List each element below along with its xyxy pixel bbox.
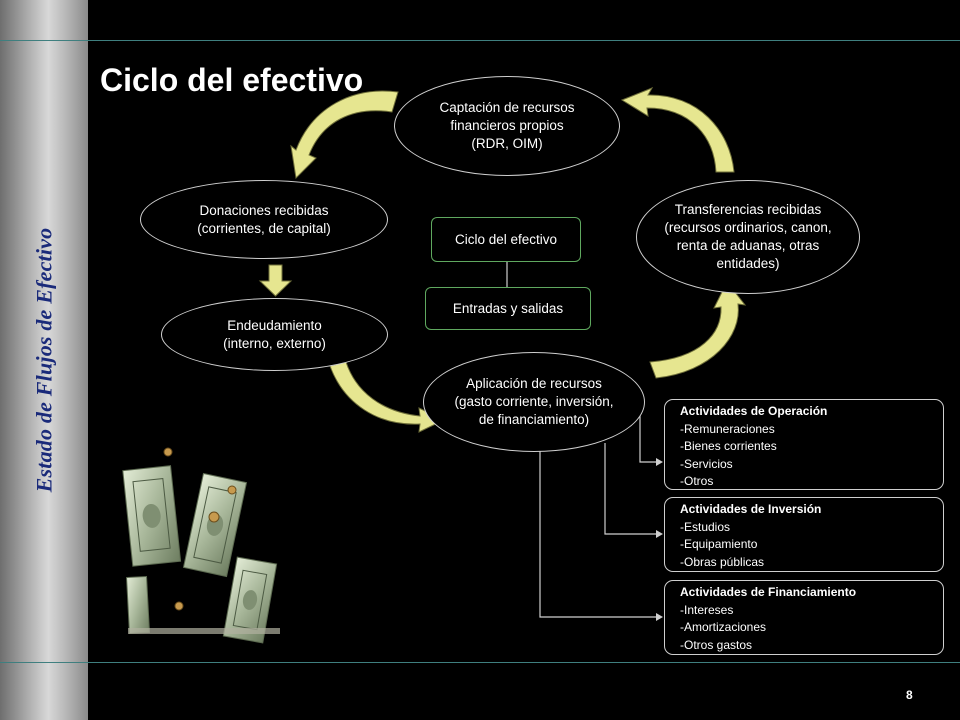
activity-box-operacion: Actividades de Operación -Remuneraciones… — [664, 399, 944, 490]
activity-item: -Remuneraciones — [680, 421, 775, 436]
bill-image-1 — [122, 465, 182, 567]
top-divider — [0, 40, 960, 41]
activity-item: -Obras públicas — [680, 554, 765, 569]
activity-item: -Estudios — [680, 519, 731, 534]
coin-image-4 — [174, 601, 184, 611]
connector-arrowhead-inversion — [656, 530, 663, 538]
activity-title-financiamiento: Actividades de Financiamiento — [680, 585, 857, 599]
slide-title: Ciclo del efectivo — [100, 62, 364, 98]
node-aplicacion-recursos: Aplicación de recursos (gasto corriente,… — [423, 352, 645, 452]
center-box-entradas-salidas: Entradas y salidas — [425, 287, 591, 330]
activity-box-financiamiento: Actividades de Financiamiento -Intereses… — [664, 580, 944, 655]
activity-item: -Otros — [680, 474, 714, 488]
cycle-arrow-aplicacion-to-transferencias — [649, 281, 747, 379]
cycle-arrow-transferencias-to-captacion — [620, 87, 735, 173]
bills-shadow — [128, 628, 280, 634]
sidebar: Estado de Flujos de Efectivo — [0, 0, 88, 720]
bill-image-2 — [182, 472, 248, 578]
node-captacion-recursos: Captación de recursos financieros propio… — [394, 76, 620, 176]
connector-arrowhead-financiamiento — [656, 613, 663, 621]
bill-image-3 — [222, 556, 278, 644]
connector-financiamiento — [539, 450, 659, 618]
connector-operacion — [639, 415, 659, 463]
center-box-ciclo: Ciclo del efectivo — [431, 217, 581, 262]
activity-title-operacion: Actividades de Operación — [680, 404, 828, 418]
connector-arrowhead-operacion — [656, 458, 663, 466]
activity-title-inversion: Actividades de Inversión — [680, 502, 822, 516]
node-transferencias-recibidas: Transferencias recibidas (recursos ordin… — [636, 180, 860, 294]
page-number: 8 — [906, 688, 913, 702]
activity-item: -Servicios — [680, 456, 733, 471]
coin-image-1 — [163, 447, 173, 457]
connector-inversion — [604, 443, 659, 535]
activity-item: -Otros gastos — [680, 637, 753, 652]
node-endeudamiento: Endeudamiento (interno, externo) — [161, 298, 388, 371]
activity-item: -Amortizaciones — [680, 620, 767, 634]
bottom-divider — [0, 662, 960, 663]
coin-image-2 — [208, 511, 220, 523]
activity-item: -Intereses — [680, 602, 734, 617]
coin-image-3 — [227, 485, 237, 495]
activity-item: -Bienes corrientes — [680, 439, 777, 453]
activity-item: -Equipamiento — [680, 537, 758, 551]
activity-box-inversion: Actividades de Inversión -Estudios -Equi… — [664, 497, 944, 572]
down-arrow-donaciones-to-endeudamiento — [258, 264, 293, 297]
node-donaciones-recibidas: Donaciones recibidas (corrientes, de cap… — [140, 180, 388, 259]
cycle-arrow-captacion-to-donaciones — [290, 90, 399, 180]
